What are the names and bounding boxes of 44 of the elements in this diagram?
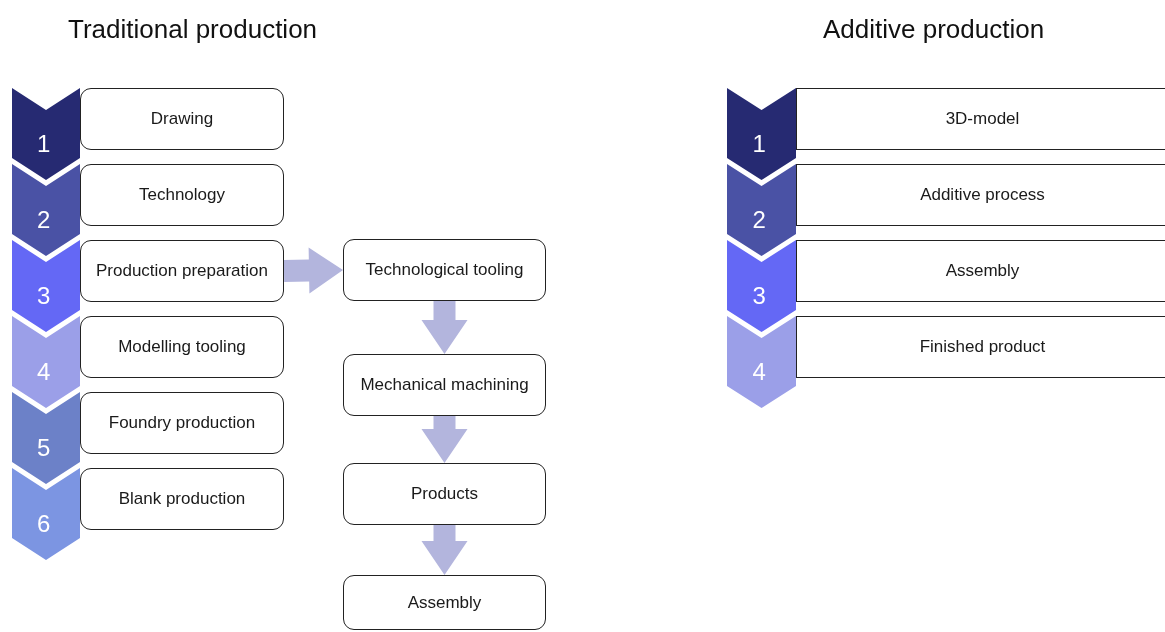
step-label: Finished product xyxy=(918,336,1047,358)
step-number: 3 xyxy=(37,283,51,309)
process-box xyxy=(80,240,284,302)
step-label: Assembly xyxy=(406,591,483,614)
step-label: Foundry production xyxy=(107,412,257,434)
step-label: Products xyxy=(409,483,480,505)
step-label: 3D-model xyxy=(944,108,1021,130)
step-number: 4 xyxy=(752,359,766,385)
process-box xyxy=(80,392,284,454)
section-heading: Traditional production xyxy=(68,14,318,45)
step-number: 1 xyxy=(752,131,766,157)
arrow xyxy=(421,301,468,354)
arrow xyxy=(421,416,468,463)
process-box xyxy=(80,468,284,530)
process-box xyxy=(343,239,546,301)
section-heading: Additive production xyxy=(823,14,1045,45)
process-box xyxy=(343,463,546,525)
step-label: Assembly xyxy=(944,260,1021,282)
step-label: Technology xyxy=(138,184,226,206)
step-number: 6 xyxy=(37,511,51,537)
process-box xyxy=(80,316,284,378)
arrow xyxy=(421,525,468,575)
process-box xyxy=(796,88,1165,150)
arrow xyxy=(283,247,343,294)
process-box xyxy=(80,164,284,226)
process-box xyxy=(796,240,1165,302)
step-label: Mechanical machining xyxy=(359,374,530,396)
step-number: 2 xyxy=(752,207,766,233)
step-label: Production preparation xyxy=(95,260,269,282)
process-box xyxy=(343,354,546,416)
step-label: Drawing xyxy=(149,108,215,130)
process-box xyxy=(343,575,546,630)
process-box xyxy=(796,316,1165,378)
step-number: 1 xyxy=(37,131,51,157)
step-label: Additive process xyxy=(919,184,1046,206)
step-label: Modelling tooling xyxy=(117,336,247,358)
step-number: 5 xyxy=(37,435,51,461)
step-label: Technological tooling xyxy=(364,259,525,281)
step-number: 3 xyxy=(752,283,766,309)
process-box xyxy=(80,88,284,150)
step-label: Blank production xyxy=(117,488,247,510)
step-number: 2 xyxy=(37,207,51,233)
process-box xyxy=(796,164,1165,226)
step-number: 4 xyxy=(37,359,51,385)
